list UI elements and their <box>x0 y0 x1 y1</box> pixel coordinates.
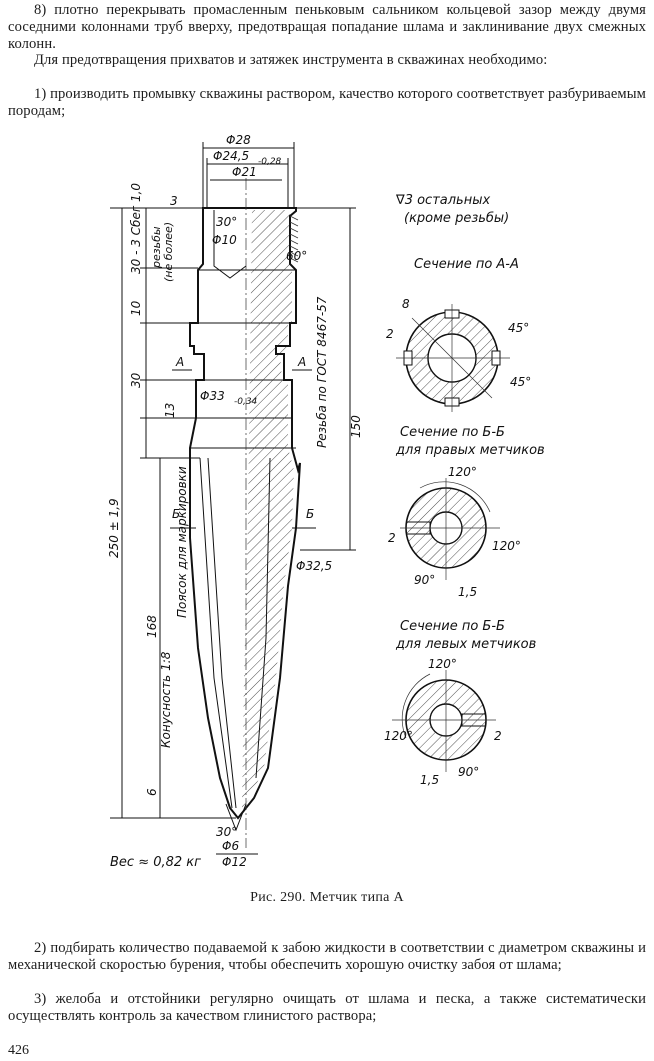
section-bb-left-subtitle: для левых метчиков <box>395 637 536 652</box>
dim-v6: 6 <box>145 788 159 796</box>
page-number: 426 <box>8 1043 29 1058</box>
section-b-right: Б <box>306 507 314 521</box>
roughness-subnote: (кроме резьбы) <box>404 211 509 226</box>
bbr-dim-120a: 120° <box>448 465 477 479</box>
section-bb-right-view: 120° 120° 90° 2 1,5 <box>388 465 521 599</box>
dim-d6: Φ6 <box>222 839 239 853</box>
bbl-dim-2: 2 <box>494 729 502 743</box>
bbl-dim-1-5: 1,5 <box>420 773 439 787</box>
tap-drawing: Φ28 Φ24,5 -0,28 Φ21 30° Φ10 60° 3 30 - 3… <box>107 133 545 870</box>
aa-dim-8: 8 <box>402 297 410 311</box>
dim-thread: Резьба по ГОСТ 8467-57 <box>315 296 329 448</box>
dim-a60: 60° <box>286 249 307 263</box>
paragraph-item-1: 1) производить промывку скважины раствор… <box>8 86 646 119</box>
aa-dim-45a: 45° <box>508 321 529 335</box>
paragraph-item-3: 3) желоба и отстойники регулярно очищать… <box>8 991 646 1024</box>
section-b-left: Б <box>172 507 180 521</box>
dim-d33-tol: -0,34 <box>234 397 258 407</box>
section-bb-right-title: Сечение по Б-Б <box>400 425 505 440</box>
bbr-dim-120b: 120° <box>492 539 521 553</box>
dim-d28: Φ28 <box>226 133 251 147</box>
section-a-right: А <box>297 355 306 369</box>
dim-d32-5: Φ32,5 <box>296 559 332 573</box>
dim-v30-3: 30 - 3 Сбег 1,0 <box>129 183 143 274</box>
dim-d24-5: Φ24,5 <box>213 149 249 163</box>
dim-d33: Φ33 <box>200 389 225 403</box>
dim-v168: 168 <box>145 615 159 638</box>
aa-dim-2: 2 <box>386 327 394 341</box>
dim-v-rez: резьбы <box>150 226 163 269</box>
dim-v30: 30 <box>129 372 143 388</box>
bbl-dim-120a: 120° <box>428 657 457 671</box>
dim-v13: 13 <box>163 403 177 418</box>
left-dimensions: 30 - 3 Сбег 1,0 резьбы (не более) 10 30 … <box>107 183 236 819</box>
dim-v3: 3 <box>170 194 178 208</box>
paragraph-intro: Для предотвращения прихватов и затяжек и… <box>34 52 548 68</box>
dim-d10: Φ10 <box>212 233 237 247</box>
section-a-left: А <box>175 355 184 369</box>
roughness-note: ∇3 остальных <box>395 193 490 208</box>
section-aa-title: Сечение по А-А <box>414 257 519 272</box>
dim-v-ne-bolee: (не более) <box>162 222 175 282</box>
bbr-dim-1-5: 1,5 <box>458 585 477 599</box>
dim-d21: Φ21 <box>232 165 257 179</box>
section-bb-left-view: 120° 120° 90° 2 1,5 <box>384 657 502 787</box>
dim-v150: 150 <box>349 415 363 438</box>
aa-dim-45b: 45° <box>510 375 531 389</box>
top-dimensions: Φ28 Φ24,5 -0,28 Φ21 30° Φ10 60° 3 <box>170 133 307 263</box>
weight-note: Вес ≈ 0,82 кг <box>110 855 201 870</box>
dim-a30: 30° <box>216 215 237 229</box>
bbr-dim-90: 90° <box>414 573 435 587</box>
paragraph-item-2: 2) подбирать количество подаваемой к заб… <box>8 940 646 973</box>
tap-outline <box>189 178 301 848</box>
dim-v10: 10 <box>129 300 143 316</box>
paragraph-item-8: 8) плотно перекрывать промасленным пеньк… <box>8 2 646 52</box>
bbl-dim-90: 90° <box>458 765 479 779</box>
right-dimensions: А А Φ33 -0,34 Резьба по ГОСТ 8467-57 150… <box>170 207 363 869</box>
bbl-dim-120b: 120° <box>384 729 413 743</box>
dim-konus: Конусность 1:8 <box>159 651 173 748</box>
dim-v250: 250 ± 1,9 <box>107 498 121 558</box>
section-bb-right-subtitle: для правых метчиков <box>395 443 545 458</box>
section-aa-view: 8 2 45° 45° <box>386 297 531 412</box>
bbr-dim-2: 2 <box>388 531 396 545</box>
section-bb-left-title: Сечение по Б-Б <box>400 619 505 634</box>
dim-d24-5-tol: -0,28 <box>258 157 282 167</box>
dim-poyasok: Поясок для маркировки <box>175 466 189 618</box>
figure-caption: Рис. 290. Метчик типа А <box>250 890 404 905</box>
dim-a30b: 30° <box>216 825 237 839</box>
dim-d12: Φ12 <box>222 855 247 869</box>
